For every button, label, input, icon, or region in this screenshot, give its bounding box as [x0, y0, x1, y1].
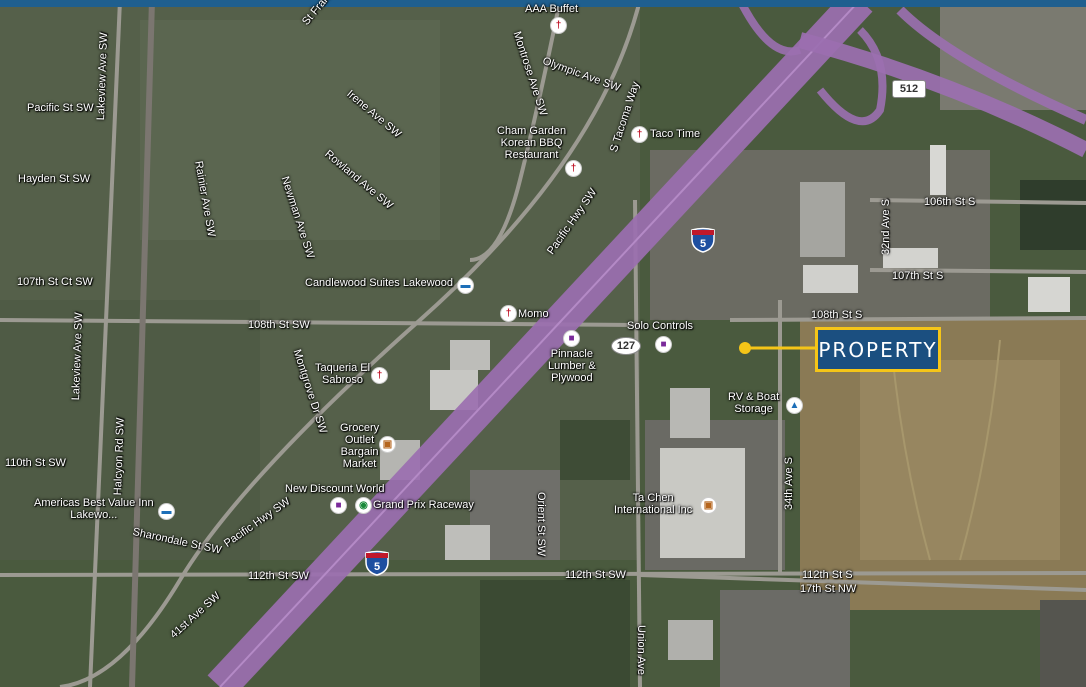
restaurant-icon[interactable]: †	[565, 160, 582, 177]
place-label: Americas Best Value Inn Lakewo...	[34, 497, 154, 521]
street-label: Pacific St SW	[27, 102, 94, 114]
hotel-icon[interactable]: ▬	[158, 503, 175, 520]
street-label: Union Ave	[635, 625, 647, 675]
place-label: Candlewood Suites Lakewood	[305, 277, 453, 289]
street-label: 106th St S	[924, 196, 976, 208]
street-label: 108th St S	[811, 309, 863, 321]
svg-text:5: 5	[700, 238, 706, 250]
street-label: 32nd Ave S	[880, 198, 892, 255]
restaurant-icon[interactable]: †	[550, 17, 567, 34]
shopping-icon[interactable]: ■	[563, 330, 580, 347]
restaurant-icon[interactable]: †	[631, 126, 648, 143]
i5-shield-icon: 5	[365, 550, 389, 576]
place-label: Ta Chen International Inc	[614, 492, 693, 516]
raceway-icon[interactable]: ◉	[355, 497, 372, 514]
place-label: Momo	[518, 308, 549, 320]
place-label: New Discount World	[285, 483, 385, 495]
restaurant-icon[interactable]: †	[371, 367, 388, 384]
street-label: 108th St SW	[248, 319, 310, 331]
property-label[interactable]: PROPERTY	[815, 327, 941, 372]
street-label: Orient St SW	[535, 492, 547, 557]
header-bar	[0, 0, 1086, 7]
street-label: 17th St NW	[800, 583, 857, 595]
boat-icon[interactable]: ▲	[786, 397, 803, 414]
place-label: Grocery Outlet Bargain Market	[340, 422, 380, 470]
place-label: Grand Prix Raceway	[373, 499, 474, 511]
grocery-icon[interactable]: ▣	[379, 436, 396, 453]
place-label: Taco Time	[650, 128, 701, 140]
street-label: 112th St SW	[565, 569, 626, 581]
place-label: Taqueria El Sabroso	[315, 362, 371, 386]
shopping-icon[interactable]: ■	[330, 497, 347, 514]
shopping-icon[interactable]: ■	[655, 336, 672, 353]
place-label: AAA Buffet	[525, 3, 579, 15]
i5-shield-icon: 5	[691, 227, 715, 253]
hotel-icon[interactable]: ▬	[457, 277, 474, 294]
street-label: 107th St Ct SW	[17, 276, 93, 288]
street-label: 112th St SW	[248, 570, 309, 582]
place-label: Cham Garden Korean BBQ Restaurant	[497, 125, 567, 161]
business-icon[interactable]: ▣	[700, 497, 717, 514]
restaurant-icon[interactable]: †	[500, 305, 517, 322]
svg-text:5: 5	[374, 561, 380, 573]
street-label: 110th St SW	[5, 457, 66, 469]
street-label: 107th St S	[892, 270, 944, 282]
place-label: Solo Controls	[627, 320, 694, 332]
place-label: Pinnacle Lumber & Plywood	[548, 348, 596, 384]
place-label: RV & Boat Storage	[728, 391, 780, 415]
street-label: Hayden St SW	[18, 173, 91, 185]
sr127-shield-icon: 127	[611, 337, 641, 355]
sr512-shield-icon: 512	[892, 80, 926, 98]
street-label: 34th Ave S	[783, 456, 795, 510]
street-label: 112th St S	[802, 569, 853, 581]
